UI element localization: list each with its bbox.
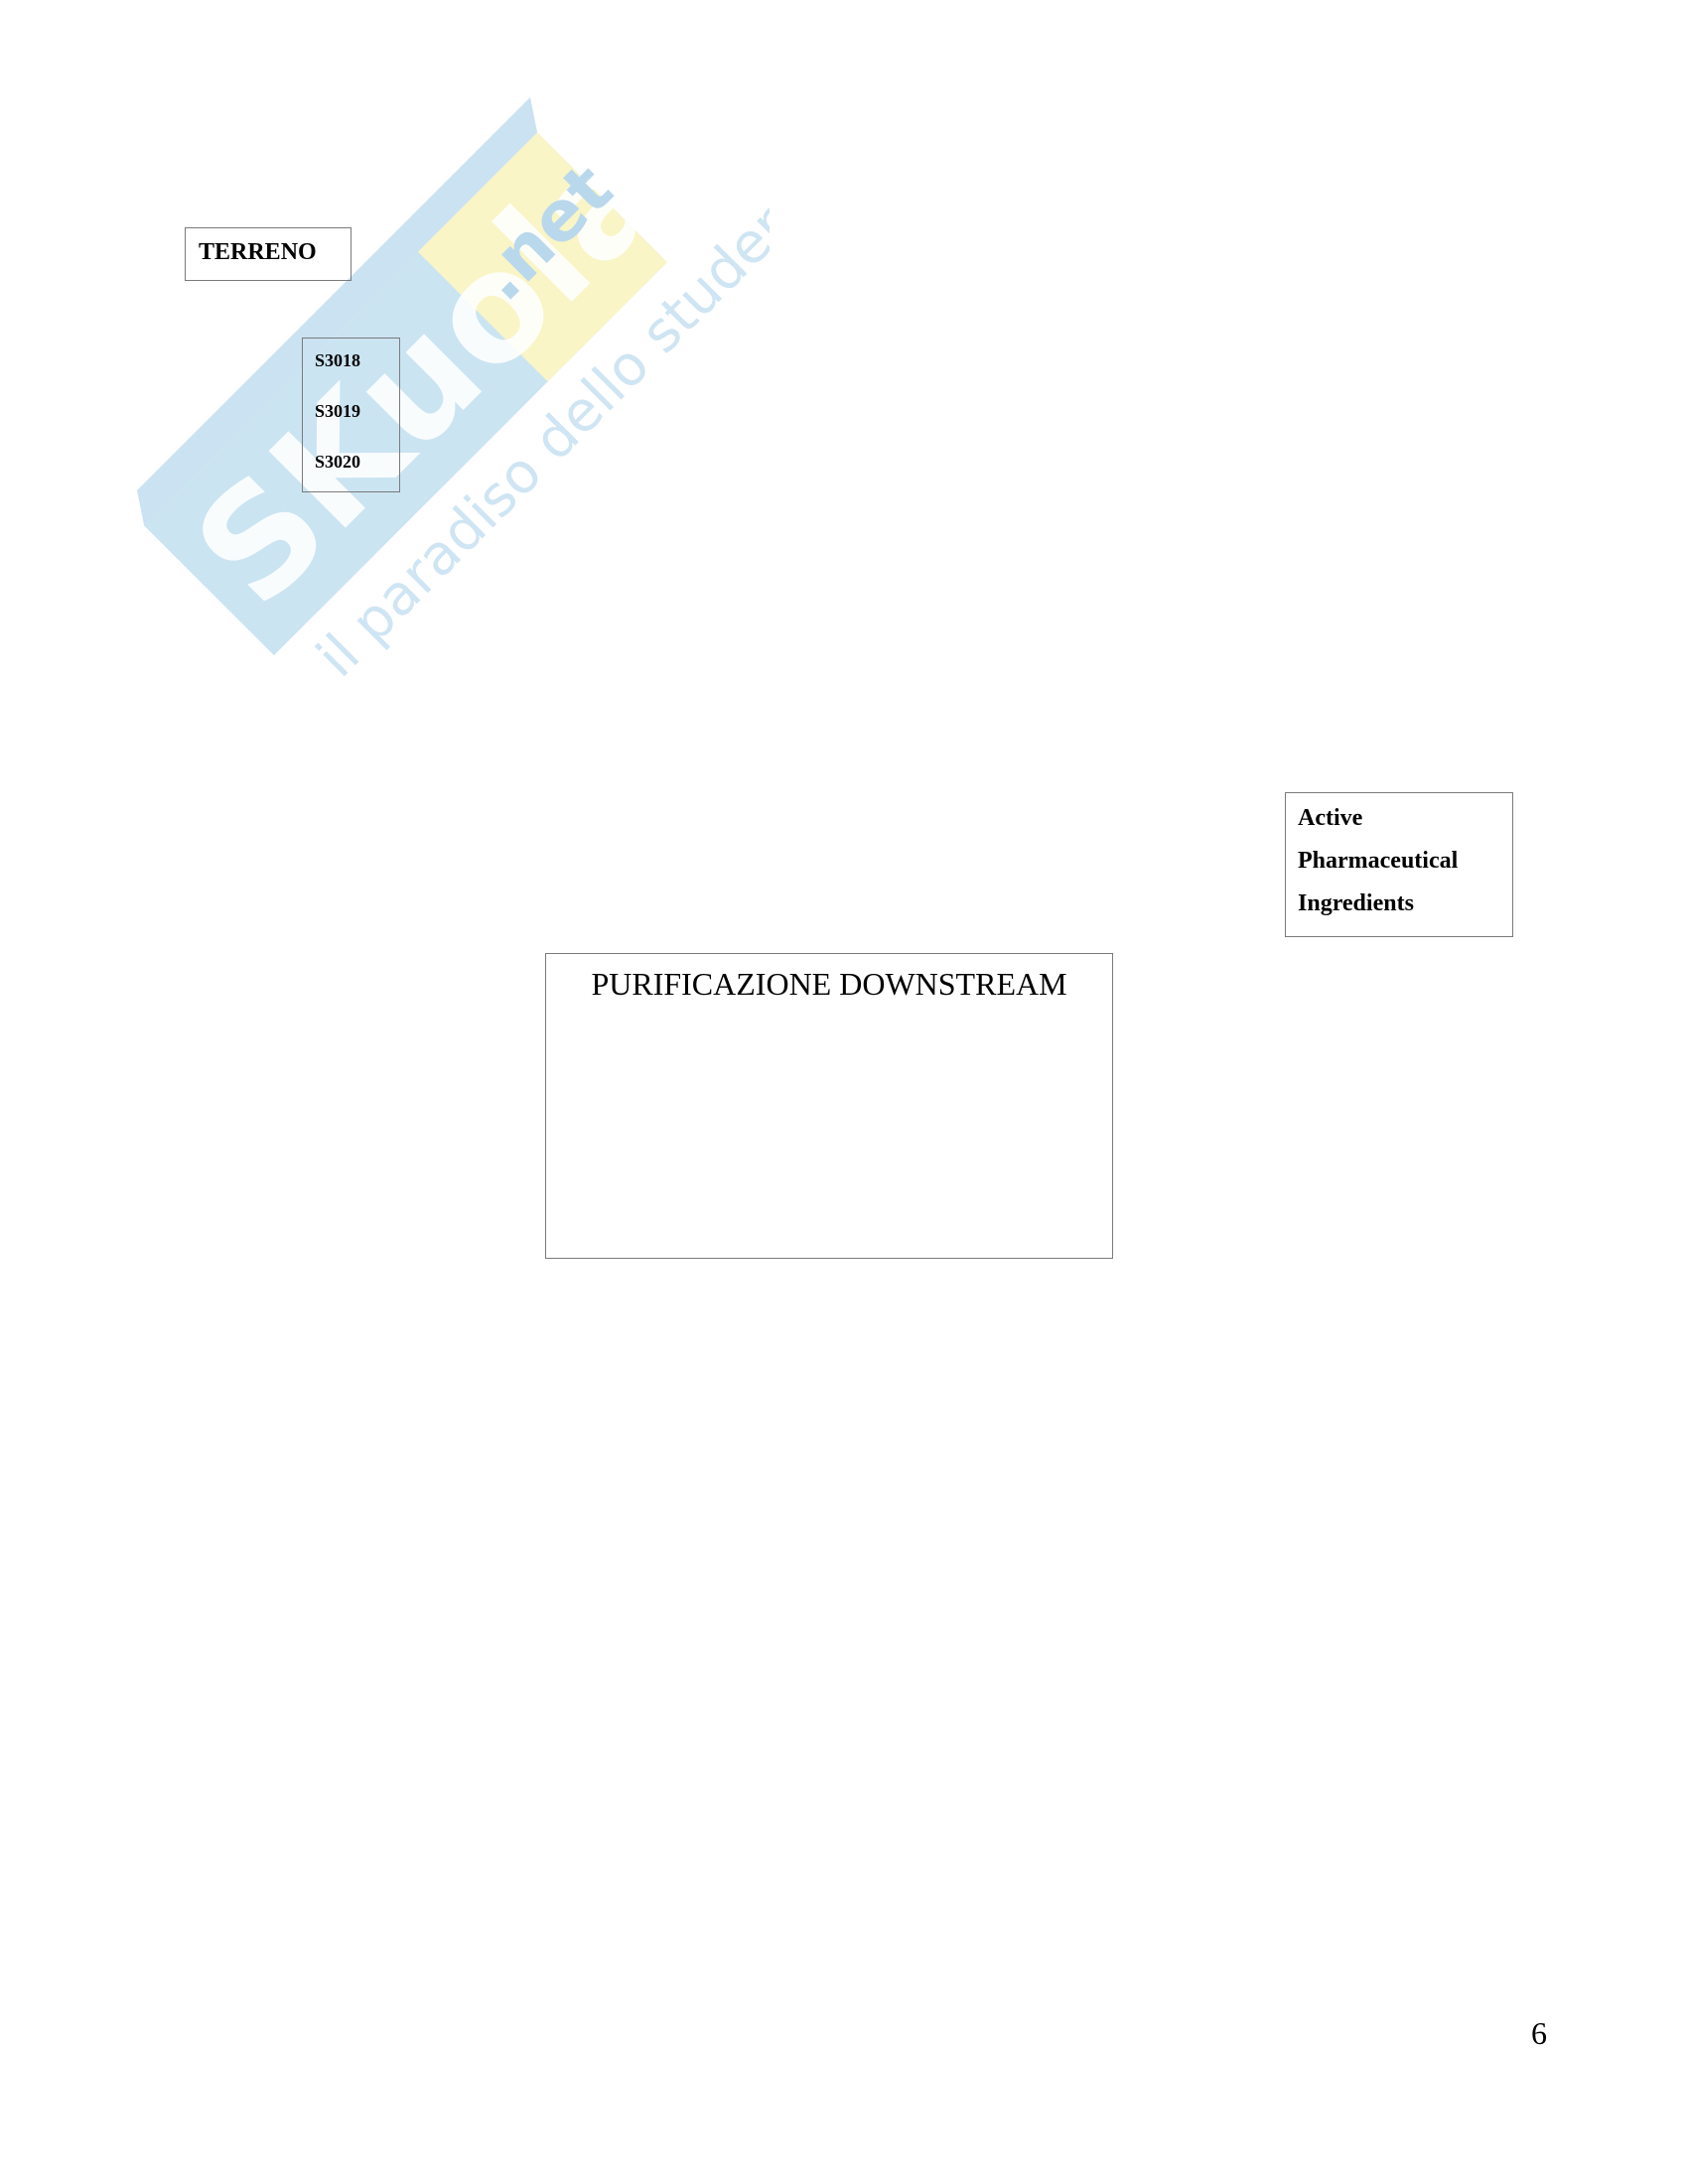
api-line: Active	[1298, 805, 1363, 831]
api-line: Pharmaceutical	[1298, 848, 1459, 874]
purification-box: PURIFICAZIONE DOWNSTREAM	[545, 953, 1113, 1259]
skuola-watermark-logo: SKuola .net il paradiso dello studente	[137, 97, 770, 690]
codes-box: S3018 S3019 S3020	[302, 338, 400, 492]
api-line: Ingredients	[1298, 890, 1414, 916]
api-box: Active Pharmaceutical Ingredients	[1285, 792, 1513, 937]
code-item: S3019	[315, 401, 361, 421]
purification-title: PURIFICAZIONE DOWNSTREAM	[591, 966, 1067, 1002]
svg-text:SKuola: SKuola	[163, 106, 695, 638]
terreno-box: TERRENO	[185, 227, 352, 281]
terreno-label: TERRENO	[199, 239, 317, 265]
code-item: S3018	[315, 350, 361, 370]
svg-text:.net: .net	[460, 148, 628, 316]
page-number: 6	[1531, 2015, 1547, 2051]
code-item: S3020	[315, 452, 361, 472]
